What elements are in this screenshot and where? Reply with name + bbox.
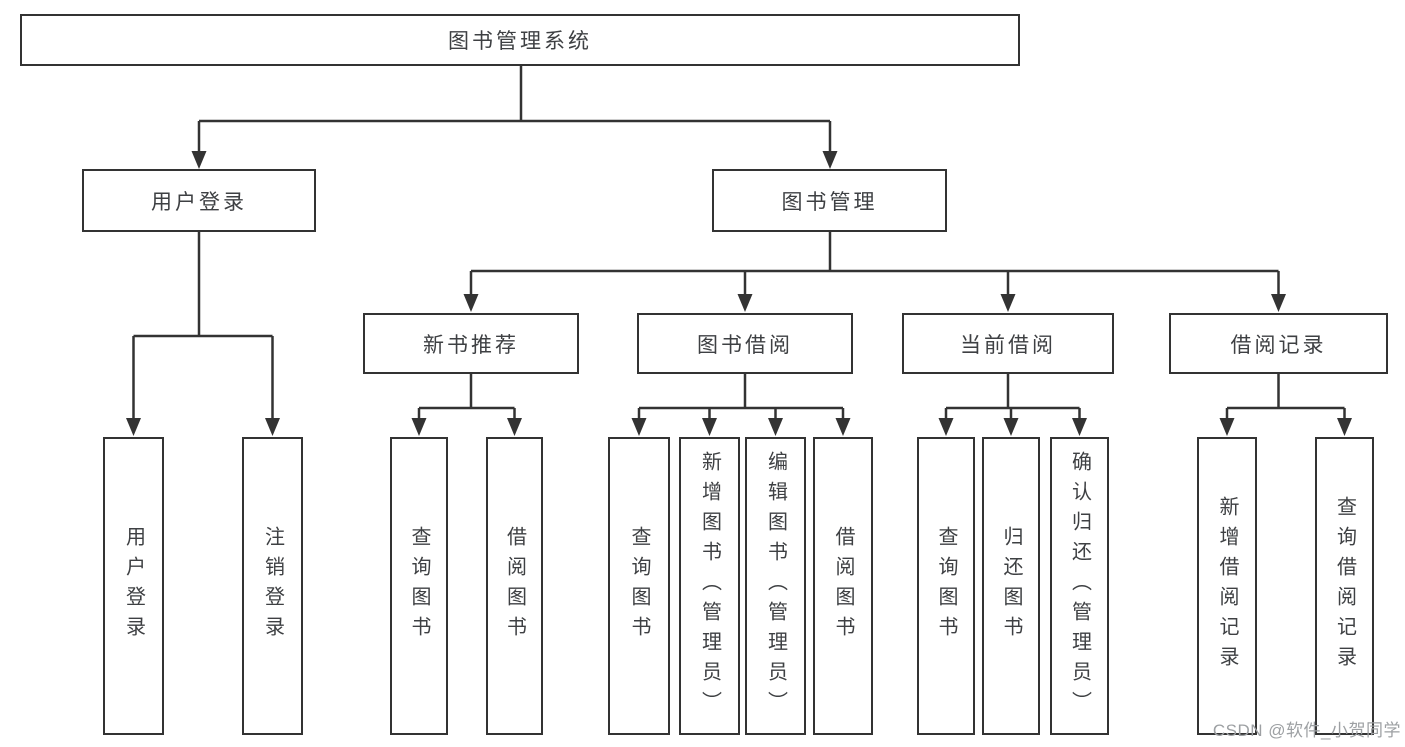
node-new-book-recommend-label: 新书推荐	[423, 333, 519, 357]
leaf-confirm-return-admin-label: 确认归还（管理员）	[1068, 451, 1091, 721]
node-root: 图书管理系统	[20, 14, 1020, 66]
leaf-user-login-label: 用户登录	[122, 526, 145, 646]
leaf-query-borrow-record-label: 查询借阅记录	[1333, 496, 1356, 676]
node-book-borrowing-label: 图书借阅	[697, 333, 793, 357]
node-root-label: 图书管理系统	[448, 30, 592, 53]
leaf-borrow-books-recommend-label: 借阅图书	[503, 526, 526, 646]
connector-root	[191, 66, 838, 169]
leaf-edit-book-admin-label: 编辑图书（管理员）	[764, 451, 787, 721]
leaf-add-book-admin: 新增图书（管理员）	[679, 437, 740, 735]
leaf-query-books-current: 查询图书	[917, 437, 975, 735]
leaf-edit-book-admin: 编辑图书（管理员）	[745, 437, 806, 735]
leaf-user-login: 用户登录	[103, 437, 164, 735]
node-user-login-label: 用户登录	[151, 190, 247, 214]
connector-borrowing-records	[1219, 374, 1352, 436]
leaf-query-books-current-label: 查询图书	[935, 526, 957, 646]
node-borrowing-records: 借阅记录	[1169, 313, 1388, 374]
connector-current-borrowing	[938, 374, 1087, 436]
node-book-management: 图书管理	[712, 169, 947, 232]
leaf-query-borrow-record: 查询借阅记录	[1315, 437, 1374, 735]
leaf-logout-label: 注销登录	[261, 526, 284, 646]
leaf-add-book-admin-label: 新增图书（管理员）	[698, 451, 721, 721]
leaf-query-books-recommend-label: 查询图书	[408, 526, 430, 646]
node-new-book-recommend: 新书推荐	[363, 313, 579, 374]
node-current-borrowing-label: 当前借阅	[960, 333, 1056, 357]
connector-new-book-recommend	[411, 374, 522, 436]
connector-book-borrowing	[631, 374, 851, 436]
leaf-borrow-books: 借阅图书	[813, 437, 873, 735]
node-book-borrowing: 图书借阅	[637, 313, 853, 374]
node-user-login: 用户登录	[82, 169, 316, 232]
leaf-add-borrow-record-label: 新增借阅记录	[1216, 496, 1238, 676]
leaf-query-books-recommend: 查询图书	[390, 437, 448, 735]
leaf-borrow-books-recommend: 借阅图书	[486, 437, 543, 735]
leaf-logout: 注销登录	[242, 437, 303, 735]
node-current-borrowing: 当前借阅	[902, 313, 1114, 374]
node-book-management-label: 图书管理	[781, 190, 878, 214]
leaf-return-books: 归还图书	[982, 437, 1040, 735]
node-borrowing-records-label: 借阅记录	[1230, 333, 1327, 357]
leaf-return-books-label: 归还图书	[1000, 526, 1022, 646]
connector-book-management	[463, 232, 1286, 312]
leaf-borrow-books-label: 借阅图书	[832, 526, 854, 646]
leaf-query-books-borrow-label: 查询图书	[628, 526, 650, 646]
leaf-confirm-return-admin: 确认归还（管理员）	[1050, 437, 1109, 735]
connector-user-login	[126, 232, 280, 436]
watermark: CSDN @软件_小贺同学	[1212, 721, 1401, 740]
leaf-query-books-borrow: 查询图书	[608, 437, 670, 735]
leaf-add-borrow-record: 新增借阅记录	[1197, 437, 1257, 735]
